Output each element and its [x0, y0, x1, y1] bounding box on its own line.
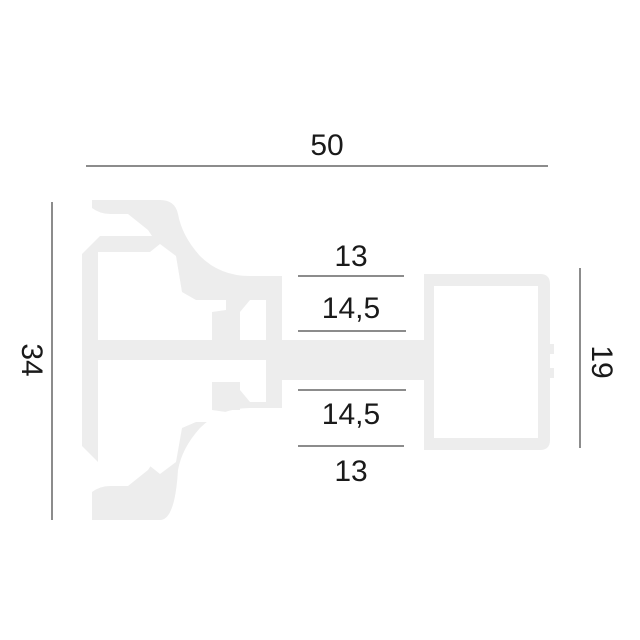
aluminium-profile-section	[82, 200, 554, 520]
profile-upper-tab	[212, 312, 240, 340]
profile-connecting-bridge	[282, 340, 430, 380]
profile-right-notch-lower	[546, 368, 554, 378]
profile-upper-hook-slot	[98, 244, 266, 340]
profile-lower-tab	[212, 382, 240, 410]
label-overall-height: 34	[15, 343, 48, 376]
profile-lower-hook-slot	[98, 360, 266, 474]
label-lower-inner: 13	[334, 455, 367, 488]
profile-right-notch-upper	[546, 344, 554, 354]
profile-right-chamber	[424, 274, 550, 450]
dimension-labels: 50 34 19 13 14,5 14,5 13	[15, 129, 618, 488]
profile-center-web	[266, 310, 282, 404]
dimension-lines	[51, 165, 581, 520]
label-right-height: 19	[585, 345, 618, 378]
label-lower-outer: 14,5	[322, 398, 380, 431]
profile-left-web	[82, 254, 98, 446]
label-upper-inner: 13	[334, 240, 367, 273]
label-upper-outer: 14,5	[322, 292, 380, 325]
label-overall-width: 50	[310, 129, 343, 162]
